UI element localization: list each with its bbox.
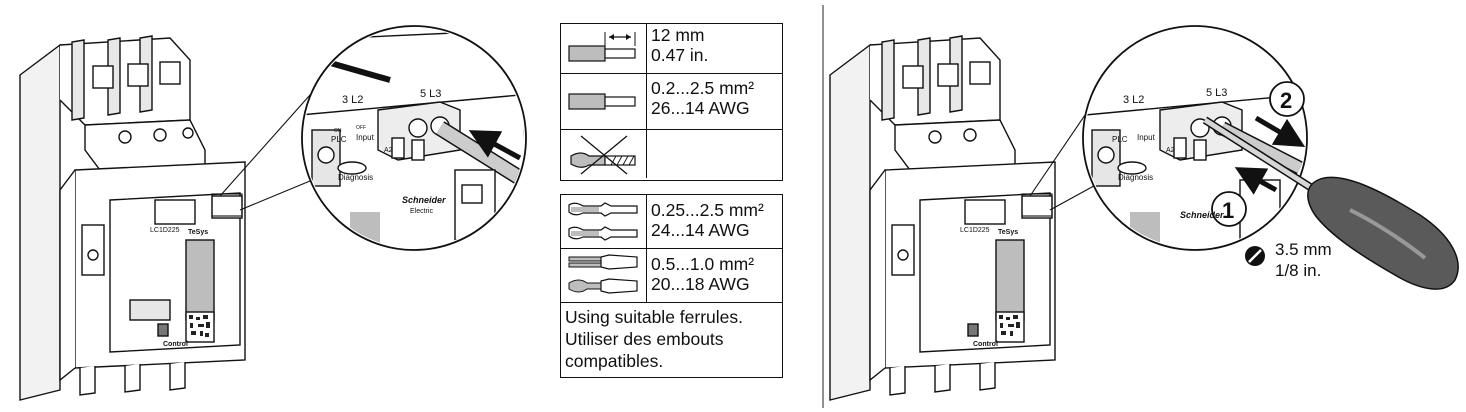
control-label-left: Control <box>163 341 188 348</box>
zoom-left-terminal-3: 3 L2 <box>342 94 363 106</box>
no-tinned-row <box>561 130 782 178</box>
single-ferrule-section-mm: 0.25...2.5 mm² <box>651 200 764 220</box>
zoom-left-maker-1: Schneider <box>402 195 446 205</box>
single-ferrule-row: 0.25...2.5 mm² 24...14 AWG <box>561 195 782 249</box>
zoom-right-plc-label: PLC <box>1112 135 1128 144</box>
zoom-left-off-label: OFF <box>356 125 366 131</box>
brand-label-right: TeSys <box>998 229 1018 236</box>
zoom-left-on-label: ON <box>334 128 342 134</box>
zoom-left-input-label: Input <box>356 133 375 142</box>
blade-size-mm: 3.5 mm <box>1275 240 1332 259</box>
zoom-left-maker-2: Electric <box>410 208 433 215</box>
twin-ferrule-row: 0.5...1.0 mm² 20...18 AWG <box>561 249 782 303</box>
zoom-right-diag-label: Diagnosis <box>1118 173 1153 182</box>
ferrule-note-en: Using suitable ferrules. <box>565 307 743 327</box>
step-1-marker <box>1211 191 1247 227</box>
ferrule-note-fr-2: compatibles. <box>565 351 664 371</box>
brand-label-left: TeSys <box>188 229 208 236</box>
control-label-right: Control <box>973 341 998 348</box>
zoom-right-terminal-3: 3 L2 <box>1123 94 1144 106</box>
step-2-label: 2 <box>1280 88 1292 113</box>
twin-ferrule-section-mm: 0.5...1.0 mm² <box>651 254 755 274</box>
zoom-right-maker-1: Schneider <box>1180 210 1224 220</box>
zoom-circle-left <box>301 25 527 251</box>
zoom-right-terminal-5: 5 L3 <box>1206 87 1227 99</box>
zoom-left-terminal-5: 5 L3 <box>420 88 441 100</box>
model-label-right: LC1D225 <box>960 227 990 234</box>
zoom-left-diag-label: Diagnosis <box>338 173 373 182</box>
single-ferrule-section-awg: 24...14 AWG <box>651 220 750 240</box>
zoom-leader-left <box>211 85 323 217</box>
blade-size-in: 1/8 in. <box>1275 261 1321 280</box>
strip-length-icon <box>561 24 647 73</box>
step-1-label: 1 <box>1222 198 1234 223</box>
strip-length-table: 12 mm 0.47 in. 0.2...2.5 mm² 26...14 AWG <box>560 23 783 181</box>
solid-wire-row: 0.2...2.5 mm² 26...14 AWG <box>561 74 782 130</box>
strip-length-in: 0.47 in. <box>651 45 709 65</box>
single-ferrule-icon <box>561 195 647 248</box>
strip-row: 12 mm 0.47 in. <box>561 24 782 74</box>
contactor-left <box>19 35 246 401</box>
zoom-left-plc-label: PLC <box>331 135 347 144</box>
zoom-left-a2-label: A2 <box>384 147 393 154</box>
solid-wire-icon <box>561 74 647 129</box>
ferrule-note-row: Using suitable ferrules. Utiliser des em… <box>561 303 782 375</box>
step-2-marker <box>1269 81 1305 117</box>
contactor-right <box>829 35 1056 401</box>
no-tinned-wire-icon <box>561 130 647 178</box>
solid-wire-section-mm: 0.2...2.5 mm² <box>651 78 755 98</box>
model-label-left: LC1D225 <box>150 227 180 234</box>
solid-wire-section-awg: 26...14 AWG <box>651 98 750 118</box>
blade-size-icon <box>1245 246 1265 266</box>
zoom-right-input-label: Input <box>1137 133 1156 142</box>
ferrule-note-fr-1: Utiliser des embouts <box>565 329 724 349</box>
twin-ferrule-icon <box>561 249 647 302</box>
ferrule-table: 0.25...2.5 mm² 24...14 AWG 0.5...1.0 mm²… <box>560 194 783 378</box>
screwdriver <box>1202 116 1459 290</box>
twin-ferrule-section-awg: 20...18 AWG <box>651 274 750 294</box>
zoom-right-a2-label: A2 <box>1166 147 1175 154</box>
strip-length-mm: 12 mm <box>651 25 705 45</box>
